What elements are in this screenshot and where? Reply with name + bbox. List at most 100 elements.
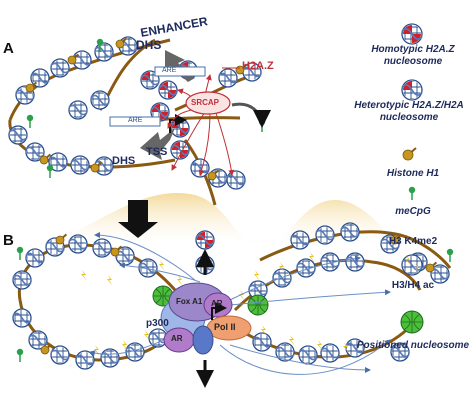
- nucleosome-b-30: [430, 264, 450, 284]
- nucleosome-b-10: [75, 350, 95, 370]
- nucleosome-b-8: [28, 330, 48, 350]
- acetylation-mark-10: [94, 345, 100, 356]
- srcap-complex: [185, 91, 231, 115]
- nucleosome-b-21: [298, 345, 318, 365]
- nucleosome-b-6: [138, 258, 158, 278]
- nucleosome-b-3: [68, 234, 88, 254]
- nucleosome-b-24: [390, 342, 410, 362]
- mecpg-b-2: [446, 248, 454, 262]
- acetylation-mark-2: [159, 260, 165, 271]
- nucleosome-a-15: [94, 156, 114, 176]
- are-box-top: [154, 66, 206, 77]
- nucleosome-a-14: [70, 155, 90, 175]
- legend-histone-h1-icon: [402, 147, 417, 161]
- pol2-arrow: [211, 302, 227, 320]
- legend-h3h4ac-label: H3/H4 ac: [391, 280, 435, 291]
- nucleosome-a-10: [242, 62, 262, 82]
- histone-h1-a-4: [39, 153, 52, 165]
- nucleosome-b-7: [12, 308, 32, 328]
- legend-positioned-icon: [400, 310, 424, 334]
- mecpg-b-1: [16, 348, 24, 362]
- mecpg-b-0: [16, 246, 24, 260]
- nucleosome-a-17: [170, 118, 190, 138]
- panel-b-label: B: [3, 232, 14, 249]
- nucleosome-a-22: [90, 90, 110, 110]
- h2az-label: H2A.Z: [242, 60, 274, 72]
- nucleosome-b-17: [320, 252, 340, 272]
- nucleosome-a-12: [25, 142, 45, 162]
- histone-h1-a-1: [67, 53, 80, 65]
- nucleosome-a-13: [48, 152, 68, 172]
- positioned-nucleosome-left: [152, 285, 174, 307]
- are-bottom-label: ARE: [128, 117, 143, 124]
- nucleosome-b-11: [100, 348, 120, 368]
- nucleosome-a-18: [170, 140, 190, 160]
- legend-mecpg-label: meCpG: [395, 206, 431, 217]
- are-top-label: ARE: [162, 67, 177, 74]
- legend-icons: [400, 23, 424, 334]
- are-box-bottom: [109, 116, 161, 127]
- ar-left-label: AR: [171, 334, 183, 343]
- legend-positioned-label: Positioned nucleosome: [356, 340, 470, 351]
- histone-h1-a-5: [90, 161, 103, 173]
- srcap-label: SRCAP: [191, 98, 220, 107]
- panel-a-label: A: [3, 40, 14, 57]
- histone-h1-b-1: [110, 245, 123, 257]
- tss-label: TSS: [146, 146, 168, 158]
- nucleosome-b-22: [320, 343, 340, 363]
- p300-label: p300: [146, 318, 169, 329]
- nucleosome-chain: [8, 36, 454, 370]
- nucleosome-b-18: [345, 252, 365, 272]
- nucleosome-a-23: [68, 100, 88, 120]
- histone-h1-b-2: [390, 233, 403, 245]
- histone-h1-a-0: [25, 81, 38, 93]
- acetylation-mark-1: [107, 275, 113, 286]
- nucleosome-b-31: [195, 230, 215, 250]
- nucleosome-a-9: [218, 68, 238, 88]
- pol2-label: Pol II: [214, 322, 236, 332]
- mecpg-a-0: [96, 38, 104, 52]
- nucleosome-b-23: [345, 338, 365, 358]
- legend-h3k4me2-label: H3 K4me2: [388, 236, 438, 247]
- nucleosome-a-2: [50, 58, 70, 78]
- acetylation-mark-3: [254, 270, 260, 281]
- nucleosome-b-20: [275, 342, 295, 362]
- mecpg-a-2: [46, 164, 54, 178]
- histone-h1-b-4: [40, 343, 53, 355]
- acetylation-mark-0: [81, 270, 87, 281]
- nucleosome-b-4: [92, 238, 112, 258]
- histone-h1-a-6: [207, 169, 220, 181]
- nucleosome-a-4: [94, 42, 114, 62]
- nucleosome-a-21: [226, 170, 246, 190]
- positioned-nucleosome-right: [247, 294, 269, 316]
- histone-h1-a-2: [115, 37, 128, 49]
- nucleosome-a-7: [158, 80, 178, 100]
- histone-h1-b-0: [55, 233, 68, 245]
- nucleosome-a-1: [30, 68, 50, 88]
- legend-homotypic-label: Homotypic H2A.Z nucleosome: [371, 44, 455, 67]
- legend-mecpg-icon: [408, 186, 416, 200]
- ar-top-label: AR: [211, 299, 223, 308]
- legend-homotypic-icon: [401, 23, 423, 45]
- nucleosome-b-26: [315, 225, 335, 245]
- dhs-bottom-label: DHS: [112, 155, 136, 167]
- legend-histone-h1-label: Histone H1: [386, 168, 440, 179]
- nucleosome-b-9: [50, 345, 70, 365]
- nucleosome-a-11: [8, 125, 28, 145]
- mecpg-a-1: [26, 114, 34, 128]
- nucleosome-b-27: [340, 222, 360, 242]
- dhs-top-label: DHS: [136, 38, 162, 52]
- fox-a1-label: Fox A1: [176, 297, 203, 306]
- legend-heterotypic-icon: [401, 79, 423, 101]
- tss-dhs-arrow: [140, 128, 175, 160]
- nucleosome-b-1: [25, 248, 45, 268]
- histone-h1-b-3: [425, 261, 438, 273]
- nucleosome-b-0: [12, 270, 32, 290]
- nucleosome-b-19: [252, 332, 272, 352]
- blue-cofactor: [192, 325, 214, 355]
- nucleosome-b-25: [290, 230, 310, 250]
- legend-h3-icon: [401, 254, 423, 276]
- nucleosome-b-5: [115, 246, 135, 266]
- nucleosome-b-12: [125, 342, 145, 362]
